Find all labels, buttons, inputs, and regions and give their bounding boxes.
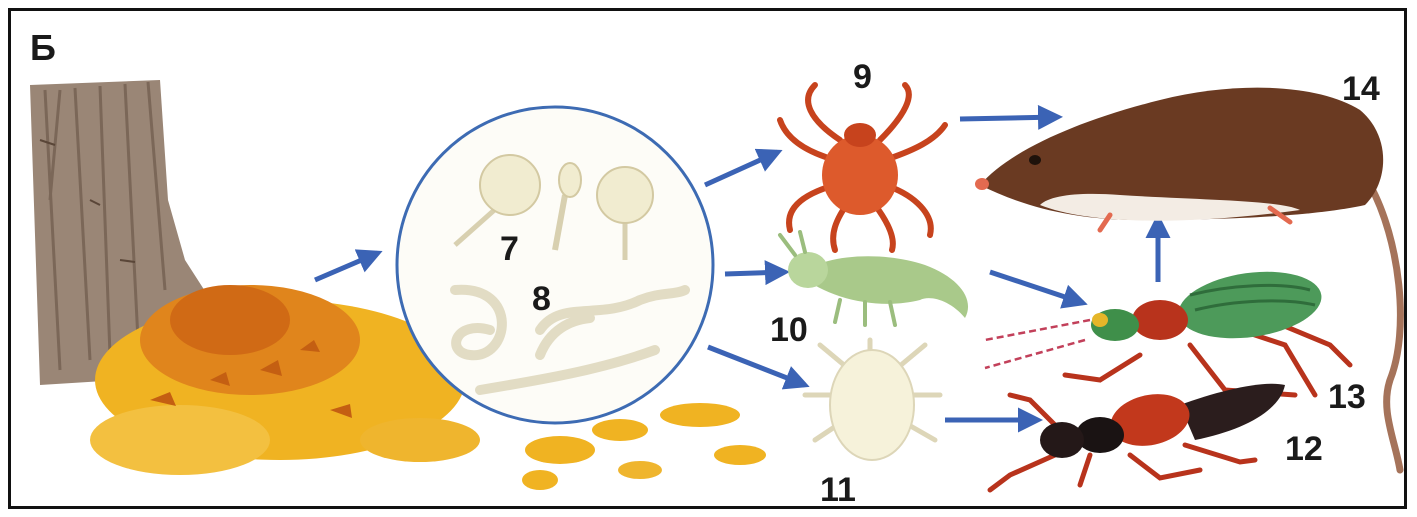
springtail xyxy=(780,232,968,325)
label-14: 14 xyxy=(1342,72,1380,106)
label-10: 10 xyxy=(770,313,808,347)
red-mite xyxy=(780,85,945,250)
panel-letter: Б xyxy=(30,30,56,66)
label-13: 13 xyxy=(1328,380,1366,414)
label-12: 12 xyxy=(1285,432,1323,466)
rove-beetle xyxy=(990,384,1285,490)
label-11: 11 xyxy=(820,473,856,507)
label-7: 7 xyxy=(500,232,519,266)
ground-beetle xyxy=(985,263,1350,395)
label-8: 8 xyxy=(532,282,551,316)
white-mite xyxy=(805,340,940,460)
label-9: 9 xyxy=(853,60,872,94)
